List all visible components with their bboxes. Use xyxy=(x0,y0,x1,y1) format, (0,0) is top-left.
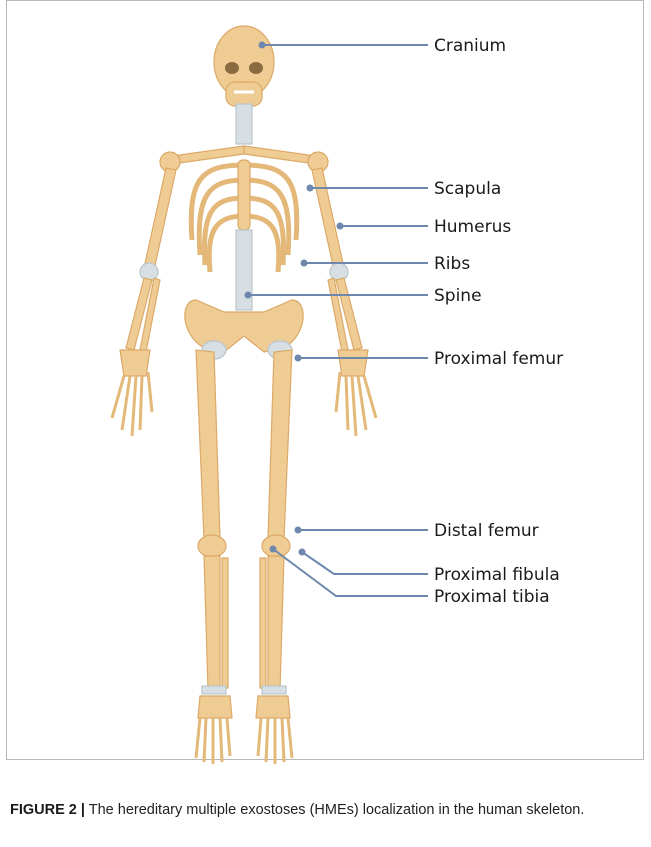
leader-dots xyxy=(245,42,344,556)
label-spine: Spine xyxy=(434,286,482,306)
label-distal-femur: Distal femur xyxy=(434,521,539,541)
skeleton-illustration xyxy=(112,26,376,764)
jaw xyxy=(226,82,262,106)
label-proximal-tibia: Proximal tibia xyxy=(434,587,550,607)
caption-label: FIGURE 2 | xyxy=(10,802,85,818)
labels: Cranium Scapula Humerus Ribs Spine Proxi… xyxy=(434,36,563,607)
proximal-tibia-leader xyxy=(273,549,428,596)
label-ribs: Ribs xyxy=(434,254,470,274)
label-proximal-femur: Proximal femur xyxy=(434,349,563,369)
skeleton-diagram: Cranium Scapula Humerus Ribs Spine Proxi… xyxy=(0,0,651,780)
label-proximal-fibula: Proximal fibula xyxy=(434,565,560,585)
figure-caption: FIGURE 2 | The hereditary multiple exost… xyxy=(10,798,630,822)
label-humerus: Humerus xyxy=(434,217,511,237)
label-scapula: Scapula xyxy=(434,179,501,199)
label-cranium: Cranium xyxy=(434,36,506,56)
caption-text: The hereditary multiple exostoses (HMEs)… xyxy=(85,802,584,818)
proximal-fibula-leader xyxy=(302,552,428,574)
